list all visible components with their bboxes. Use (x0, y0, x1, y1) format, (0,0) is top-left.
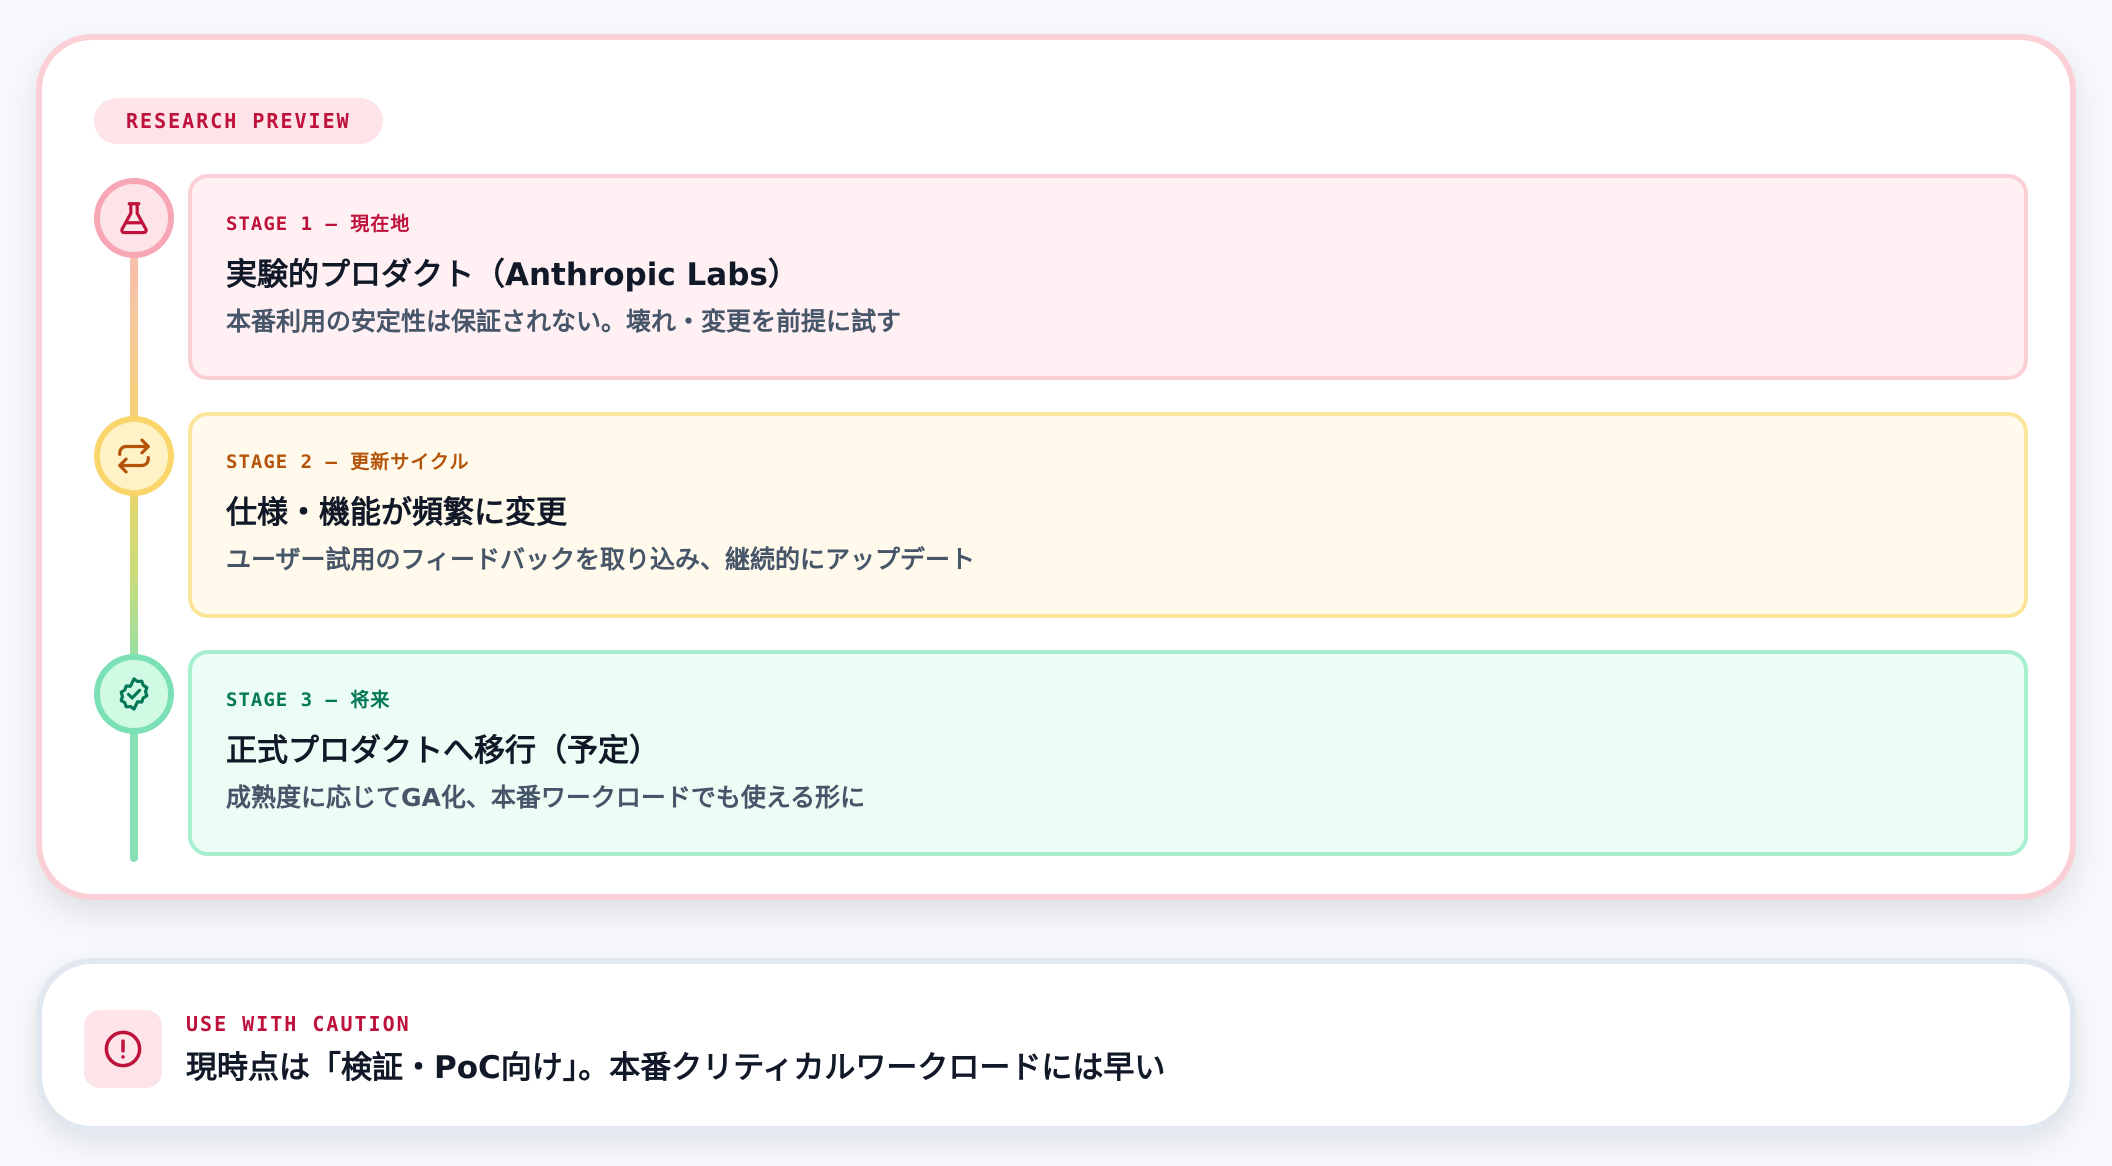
stage-2-description: ユーザー試用のフィードバックを取り込み、継続的にアップデート (226, 545, 976, 574)
verified-badge-icon (119, 677, 149, 711)
stage-1-title: 実験的プロダクト（Anthropic Labs） (226, 257, 799, 293)
stage-1-card: STAGE 1 – 現在地 実験的プロダクト（Anthropic Labs） 本… (188, 174, 2028, 380)
caution-card: USE WITH CAUTION 現時点は「検証・PoC向け」。本番クリティカル… (36, 958, 2076, 1132)
badge-label: RESEARCH PREVIEW (126, 109, 351, 133)
stage-2-label: STAGE 2 – 更新サイクル (226, 451, 470, 473)
stage-2-card: STAGE 2 – 更新サイクル 仕様・機能が頻繁に変更 ユーザー試用のフィード… (188, 412, 2028, 618)
stage-3-title: 正式プロダクトへ移行（予定） (226, 733, 660, 769)
stage-2-marker (94, 416, 174, 496)
stage-1-marker (94, 178, 174, 258)
caution-text: 現時点は「検証・PoC向け」。本番クリティカルワークロードには早い (186, 1050, 1166, 1086)
caution-label: USE WITH CAUTION (186, 1012, 411, 1036)
stage-3-description: 成熟度に応じてGA化、本番ワークロードでも使える形に (226, 783, 866, 812)
stage-1-description: 本番利用の安定性は保証されない。壊れ・変更を前提に試す (226, 307, 902, 336)
research-preview-badge: RESEARCH PREVIEW (94, 98, 383, 144)
alert-circle-icon (104, 1030, 142, 1068)
stage-3-marker (94, 654, 174, 734)
stage-3-label: STAGE 3 – 将来 (226, 689, 391, 711)
stage-1-label: STAGE 1 – 現在地 (226, 213, 411, 235)
caution-icon-box (84, 1010, 162, 1088)
stage-3-card: STAGE 3 – 将来 正式プロダクトへ移行（予定） 成熟度に応じてGA化、本… (188, 650, 2028, 856)
refresh-icon (118, 438, 150, 474)
timeline-line (130, 178, 138, 862)
roadmap-card: RESEARCH PREVIEW STAGE 1 – 現在地 実験的プロダクト（… (36, 34, 2076, 900)
stage-2-title: 仕様・機能が頻繁に変更 (226, 495, 567, 531)
flask-icon (120, 202, 148, 235)
